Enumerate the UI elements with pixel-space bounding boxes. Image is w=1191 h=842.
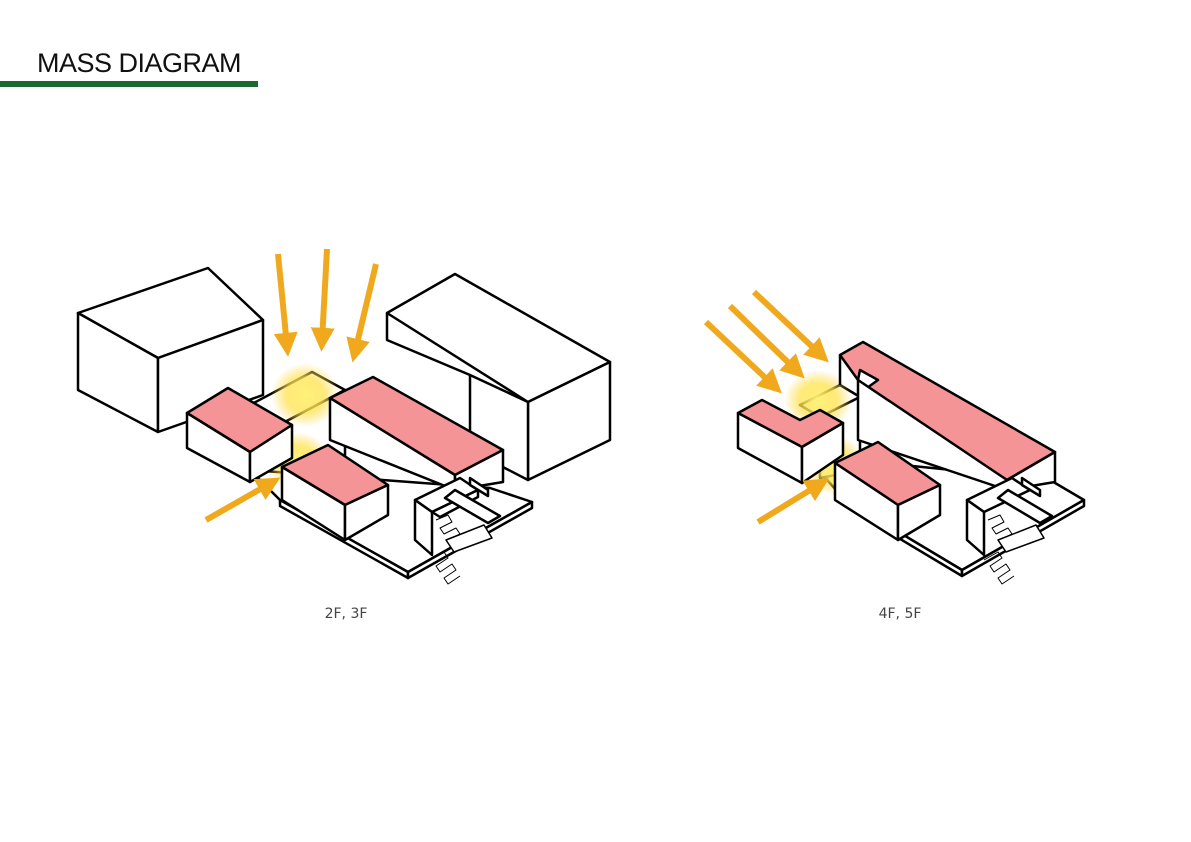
arrow-icon [751,289,829,363]
mass-block-a [736,398,845,485]
staircase-icon [429,514,493,585]
diagram-caption-4f-5f: 4F, 5F [878,606,922,622]
title-underline [0,81,258,87]
diagram-4f-5f [736,340,1086,585]
arrow-icon [703,319,782,394]
stair-tower [413,476,502,585]
mass-block-c [280,443,390,542]
neighbor-building-right [385,272,612,482]
stair-tower [965,476,1054,585]
arrow-icon [346,263,379,363]
diagram-caption-2f-3f: 2F, 3F [324,606,368,622]
mass-block-c [833,440,942,542]
arrow-icon [310,248,335,352]
staircase-icon [983,514,1045,585]
light-glow [784,370,852,430]
page-title: MASS DIAGRAM [37,48,242,78]
arrow-icon [756,478,830,525]
mass-block-a [185,386,294,484]
arrow-icon [727,303,805,379]
light-glow [271,363,339,427]
arrow-icon [273,253,298,357]
diagram-2f-3f [76,266,612,585]
light-arrows-2f [204,248,379,523]
light-arrows-4f [703,289,830,525]
arrow-icon [204,477,281,523]
